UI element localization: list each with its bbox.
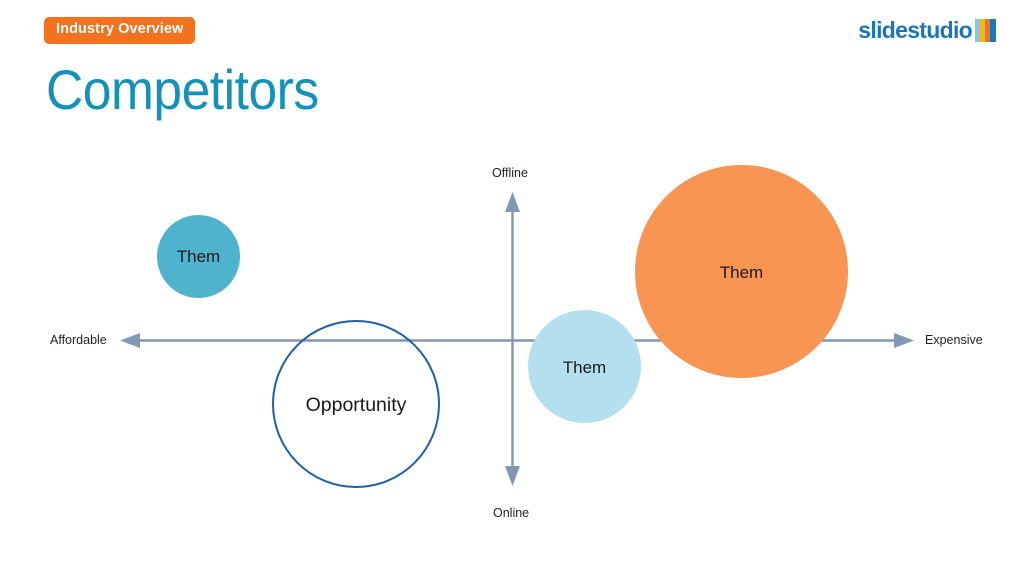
logo-bar-3	[985, 18, 990, 42]
x-axis-right-arrowhead	[894, 333, 914, 348]
bubble-label: Them	[562, 358, 607, 377]
bubble-opportunity[interactable]: Opportunity	[272, 320, 440, 488]
bubble-competitor-expensive-offline[interactable]: Them	[635, 165, 848, 378]
bubble-label: Them	[719, 263, 764, 282]
bubble-competitor-expensive-online[interactable]: Them	[528, 310, 641, 423]
x-axis-left-arrowhead	[120, 333, 140, 348]
x-axis-right-label: Expensive	[925, 333, 983, 347]
brand-logo: slidestudio	[858, 16, 996, 44]
logo-bars-icon	[975, 18, 996, 42]
y-axis-top-label: Offline	[492, 166, 528, 180]
y-axis-top-arrowhead	[505, 192, 520, 212]
slide-kicker-badge: Industry Overview	[44, 17, 196, 44]
x-axis-left-label: Affordable	[50, 333, 107, 347]
logo-bar-2	[980, 18, 985, 42]
bubble-competitor-affordable-offline[interactable]: Them	[157, 215, 240, 298]
logo-bar-4	[990, 18, 996, 42]
logo-wordmark: slidestudio	[858, 16, 972, 43]
bubble-label: Opportunity	[305, 394, 407, 417]
y-axis-bottom-label: Online	[493, 506, 530, 520]
y-axis-bottom-arrowhead	[505, 466, 520, 486]
page-title: Competitors	[46, 58, 319, 121]
bubble-label: Them	[176, 247, 221, 266]
logo-bar-1	[975, 18, 980, 42]
